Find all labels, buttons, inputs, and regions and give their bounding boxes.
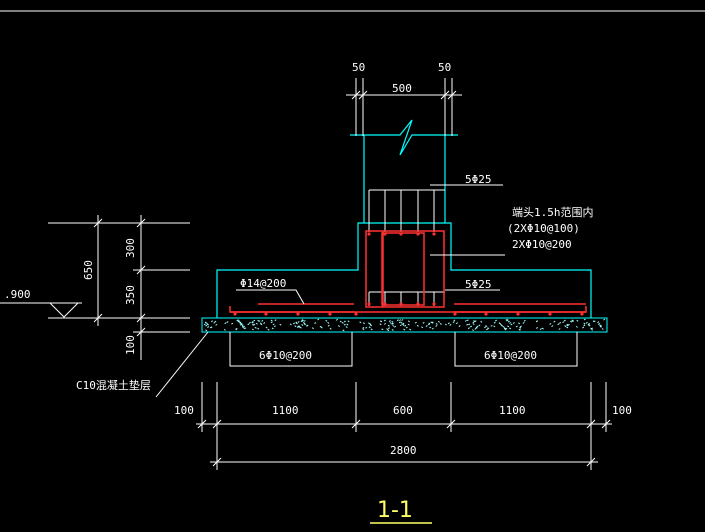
slab-top-rebar-label: Φ14@200 [240,277,286,290]
dim-left-upper: 300 [124,238,137,258]
stirrup-note-3: 2XΦ10@200 [512,238,572,251]
beam-bottom-rebar-label: 5Φ25 [465,278,492,291]
dim-top-right: 50 [438,61,451,74]
left-dimension-lines [48,215,190,360]
overall-dim: 2800 [390,444,417,457]
bottom-left-rebar-label: 6Φ10@200 [259,349,312,362]
leader-lines [155,184,505,398]
dim-top-left: 50 [352,61,365,74]
column-rebar-label: 5Φ25 [465,173,492,186]
stirrups [365,230,445,308]
concrete-pad [201,317,608,333]
bottom-dim-2: 1100 [272,404,299,417]
dim-top-middle: 500 [392,82,412,95]
bottom-bar-label-boxes [229,332,578,367]
column-bars [368,189,445,306]
stirrup-note-2: (2XΦ10@100) [507,222,580,235]
bottom-dim-1: 100 [174,404,194,417]
dim-left-lower: 350 [124,285,137,305]
section-title: 1-1 [377,498,413,523]
dim-left-total: 650 [82,260,95,280]
bottom-dimension-lines [196,382,612,470]
bottom-dim-4: 1100 [499,404,526,417]
dim-left-pad: 100 [124,335,137,355]
stirrup-note-1: 端头1.5h范围内 [512,205,594,219]
foundation-outline [216,222,592,318]
elevation-label: .900 [4,288,31,301]
elevation-marker [0,302,82,318]
bottom-dim-5: 100 [612,404,632,417]
slab-bars [229,303,587,313]
rebar-dots [233,232,584,316]
bottom-right-rebar-label: 6Φ10@200 [484,349,537,362]
column-outline [350,119,458,223]
bottom-dim-3: 600 [393,404,413,417]
pad-material-label: C10混凝土垫层 [76,378,151,392]
top-dimension-lines [346,78,462,136]
